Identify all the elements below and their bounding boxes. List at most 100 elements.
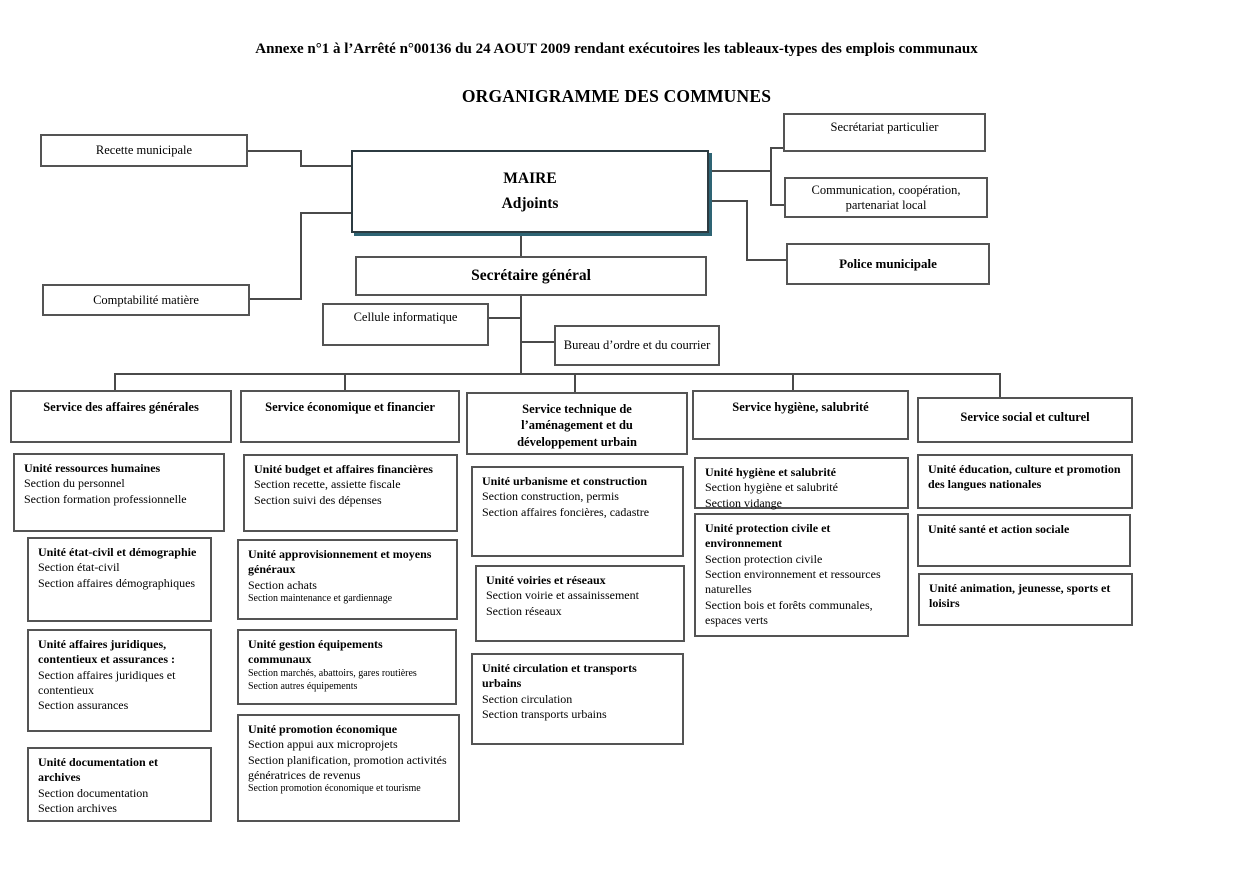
unit-etat-civil-demographie: Unité état-civil et démographie Section … xyxy=(27,537,212,622)
unit-title: Unité approvisionnement et moyens généra… xyxy=(248,547,432,577)
unit-section: Section environnement et ressources natu… xyxy=(705,567,881,597)
box-label: Cellule informatique xyxy=(353,310,458,324)
box-label: Police municipale xyxy=(839,256,937,271)
connector xyxy=(792,373,794,391)
service-header-economique-financier: Service économique et financier xyxy=(240,390,460,443)
unit-ressources-humaines: Unité ressources humaines Section du per… xyxy=(13,453,225,532)
connector xyxy=(300,150,302,167)
unit-urbanisme-construction: Unité urbanisme et construction Section … xyxy=(471,466,684,557)
unit-section: Section archives xyxy=(38,801,117,816)
unit-section: Section affaires foncières, cadastre xyxy=(482,504,650,519)
unit-title: Unité documentation et archives xyxy=(38,755,158,785)
unit-circulation-transports: Unité circulation et transports urbains … xyxy=(471,653,684,745)
box-secretaire-general: Secrétaire général xyxy=(355,256,707,296)
connector xyxy=(344,373,346,391)
unit-section: Section circulation xyxy=(482,691,573,706)
unit-title: Unité ressources humaines xyxy=(24,461,161,475)
unit-section: Section appui aux microprojets xyxy=(248,737,398,752)
box-label: Bureau d’ordre et du courrier xyxy=(563,338,711,352)
unit-title: Unité protection civile et environnement xyxy=(705,521,831,551)
unit-section: Section bois et forêts communales, espac… xyxy=(705,597,873,628)
page-title: Annexe n°1 à l’Arrêté n°00136 du 24 AOUT… xyxy=(255,41,978,57)
unit-title: Unité santé et action sociale xyxy=(928,522,1070,536)
connector xyxy=(114,373,116,391)
box-cellule-informatique: Cellule informatique xyxy=(322,303,489,346)
unit-section: Section documentation xyxy=(38,785,149,800)
unit-section: Section marchés, abattoirs, gares routiè… xyxy=(248,667,417,679)
service-label: Service technique de l’aménagement et du… xyxy=(517,402,637,449)
unit-title: Unité voiries et réseaux xyxy=(486,573,606,587)
connector xyxy=(770,147,772,206)
connector xyxy=(114,373,1001,375)
unit-title: Unité urbanisme et construction xyxy=(482,474,647,488)
unit-section: Section affaires juridiques et contentie… xyxy=(38,667,176,698)
unit-section: Section formation professionnelle xyxy=(24,491,187,506)
connector xyxy=(999,373,1001,398)
box-label: Secrétariat particulier xyxy=(830,120,939,134)
unit-hygiene-salubrite: Unité hygiène et salubrité Section hygiè… xyxy=(694,457,909,510)
unit-section: Section affaires démographiques xyxy=(38,575,196,590)
unit-protection-civile-environnement: Unité protection civile et environnement… xyxy=(694,513,909,637)
unit-section: Section planification, promotion activit… xyxy=(248,752,447,783)
unit-title: Unité budget et affaires financières xyxy=(254,462,433,476)
connector xyxy=(709,200,748,202)
service-label: Service hygiène, salubrité xyxy=(732,400,869,414)
unit-section: Section protection civile xyxy=(705,551,823,566)
unit-title: Unité promotion économique xyxy=(248,722,398,736)
unit-documentation-archives: Unité documentation et archives Section … xyxy=(27,747,212,822)
unit-title: Unité état-civil et démographie xyxy=(38,545,197,559)
box-recette-municipale: Recette municipale xyxy=(40,134,248,167)
connector xyxy=(520,296,522,375)
connector xyxy=(300,212,302,300)
unit-section: Section voirie et assainissement xyxy=(486,588,639,603)
connector xyxy=(489,317,522,319)
connector xyxy=(520,233,522,256)
unit-section: Section état-civil xyxy=(38,560,120,575)
connector xyxy=(746,200,748,261)
box-comptabilite-matiere: Comptabilité matière xyxy=(42,284,250,316)
unit-title: Unité gestion équipements communaux xyxy=(248,637,383,667)
adjoints-line: Adjoints xyxy=(501,194,559,212)
unit-section: Section construction, permis xyxy=(482,489,619,504)
unit-title: Unité hygiène et salubrité xyxy=(705,465,836,479)
connector xyxy=(574,373,576,393)
box-label: Comptabilité matière xyxy=(93,292,199,307)
unit-gestion-equipements-communaux: Unité gestion équipements communaux Sect… xyxy=(237,629,457,705)
service-label: Service économique et financier xyxy=(265,400,435,414)
unit-section: Section assurances xyxy=(38,698,129,713)
connector xyxy=(709,170,772,172)
connector xyxy=(300,165,351,167)
box-secretariat-particulier: Secrétariat particulier xyxy=(783,113,986,152)
connector xyxy=(248,150,302,152)
connector xyxy=(770,204,785,206)
maire-line: MAIRE xyxy=(503,170,557,188)
connector xyxy=(300,212,351,214)
unit-section: Section vidange xyxy=(705,495,782,510)
unit-voiries-reseaux: Unité voiries et réseaux Section voirie … xyxy=(475,565,685,642)
unit-approvisionnement-moyens-generaux: Unité approvisionnement et moyens généra… xyxy=(237,539,458,620)
unit-section: Section maintenance et gardiennage xyxy=(248,593,393,605)
unit-section: Section promotion économique et tourisme xyxy=(248,783,421,795)
service-label: Service social et culturel xyxy=(960,410,1090,424)
box-label: Secrétaire général xyxy=(471,267,591,284)
unit-section: Section transports urbains xyxy=(482,707,607,722)
service-header-hygiene-salubrite: Service hygiène, salubrité xyxy=(692,390,909,440)
service-header-social-culturel: Service social et culturel xyxy=(917,397,1133,443)
connector xyxy=(746,259,787,261)
box-bureau-ordre-courrier: Bureau d’ordre et du courrier xyxy=(554,325,720,366)
unit-budget-affaires-financieres: Unité budget et affaires financières Sec… xyxy=(243,454,458,532)
connector xyxy=(250,298,302,300)
box-label: Communication, coopération, partenariat … xyxy=(811,182,961,212)
unit-title: Unité animation, jeunesse, sports et loi… xyxy=(929,581,1111,611)
unit-title: Unité éducation, culture et promotion de… xyxy=(928,462,1121,492)
box-police-municipale: Police municipale xyxy=(786,243,990,285)
unit-section: Section hygiène et salubrité xyxy=(705,480,838,495)
unit-section: Section recette, assiette fiscale xyxy=(254,477,401,492)
service-header-technique-urbain: Service technique de l’aménagement et du… xyxy=(466,392,688,455)
chart-title: ORGANIGRAMME DES COMMUNES xyxy=(461,86,772,106)
unit-sante-action-sociale: Unité santé et action sociale xyxy=(917,514,1131,567)
connector xyxy=(770,147,784,149)
unit-promotion-economique: Unité promotion économique Section appui… xyxy=(237,714,460,822)
box-maire-adjoints: MAIRE Adjoints xyxy=(351,150,709,233)
